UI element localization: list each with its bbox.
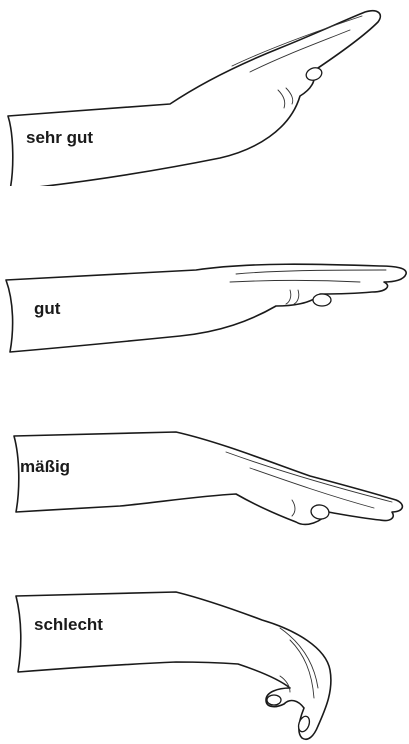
knuckle-crease bbox=[292, 500, 295, 516]
finger-crease bbox=[226, 452, 392, 502]
knuckle-crease bbox=[278, 90, 285, 108]
arm-shape bbox=[8, 11, 380, 186]
thumbnail bbox=[304, 66, 323, 83]
finger-crease bbox=[250, 30, 350, 72]
arm-shape bbox=[6, 264, 406, 352]
panel-massig: mäßig bbox=[0, 372, 409, 558]
knuckle-crease bbox=[294, 290, 299, 304]
thumbnail bbox=[310, 504, 330, 521]
panel-gut: gut bbox=[0, 186, 409, 372]
panel-sehr-gut: sehr gut bbox=[0, 0, 409, 186]
thumbnail bbox=[313, 294, 331, 306]
thumbnail bbox=[267, 695, 281, 705]
panel-schlecht: schlecht bbox=[0, 558, 409, 744]
knuckle-crease bbox=[286, 290, 291, 304]
finger-crease bbox=[280, 628, 318, 688]
finger-crease bbox=[230, 281, 360, 283]
rating-label: schlecht bbox=[34, 615, 103, 634]
arm-shape bbox=[14, 432, 402, 524]
finger-crease bbox=[236, 270, 386, 274]
rating-label: mäßig bbox=[20, 457, 70, 476]
knuckle-crease bbox=[286, 88, 293, 104]
rating-label: sehr gut bbox=[26, 128, 93, 147]
rating-label: gut bbox=[34, 299, 61, 318]
